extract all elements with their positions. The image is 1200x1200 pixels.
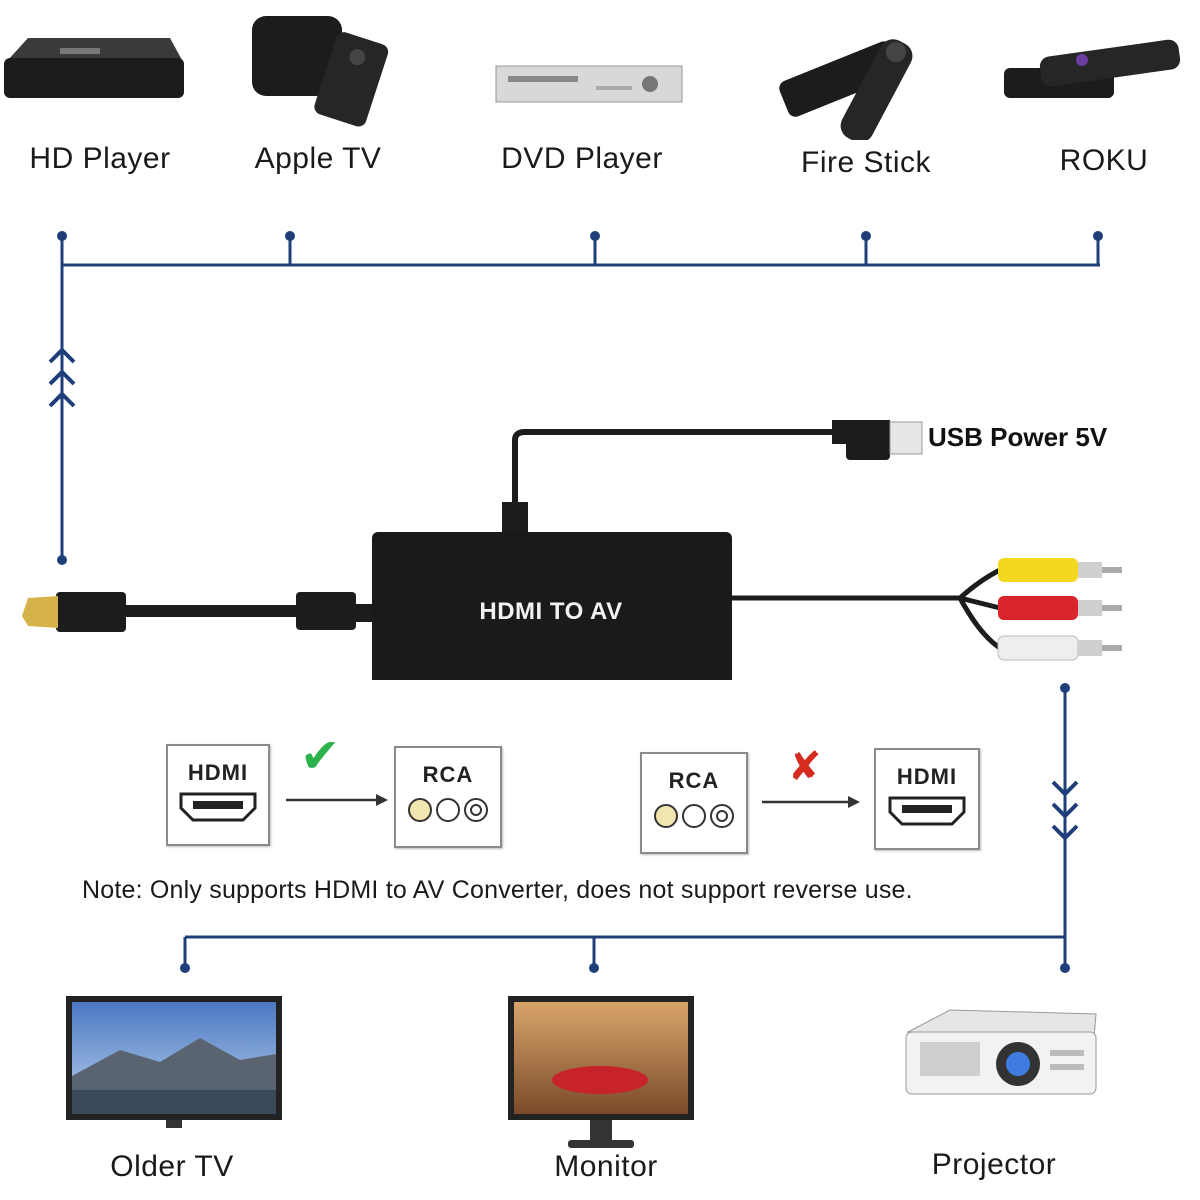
hdmi-target-box: HDMI [874, 748, 980, 850]
roku-icon [1004, 39, 1181, 98]
rca-target-label: RCA [422, 762, 474, 787]
fire-stick-icon [779, 39, 913, 140]
source-label-fire-stick: Fire Stick [800, 146, 932, 179]
older-tv-icon [66, 996, 282, 1128]
usb-plug-icon [832, 420, 923, 460]
dvd-player-icon [495, 65, 683, 103]
hdmi-source-label: HDMI [187, 760, 249, 785]
rca-yellow-plug [998, 558, 1122, 582]
hdmi-cable [22, 592, 376, 632]
hdmi-plug-icon [22, 596, 58, 628]
cross-icon: ✘ [788, 745, 822, 789]
source-label-dvd-player: DVD Player [501, 142, 663, 175]
hdmi-target-label: HDMI [896, 764, 958, 789]
output-label-monitor: Monitor [554, 1150, 658, 1183]
check-icon: ✔ [300, 730, 341, 783]
rca-source-box: RCA [640, 752, 748, 854]
rca-source-label: RCA [668, 768, 720, 793]
output-label-older-tv: Older TV [110, 1150, 234, 1183]
converter-box [372, 532, 732, 680]
note-text: Note: Only supports HDMI to AV Converter… [82, 876, 913, 904]
rca-white-plug [997, 635, 1122, 661]
projector-icon [905, 1009, 1097, 1095]
apple-tv-icon [252, 16, 389, 127]
hdmi-source-box: HDMI [166, 744, 270, 846]
hd-player-icon [4, 38, 184, 98]
source-label-hd-player: HD Player [29, 142, 171, 175]
hdmi-port-icon-2 [888, 796, 966, 826]
rca-target-box: RCA [394, 746, 502, 848]
monitor-icon [508, 996, 694, 1148]
source-label-apple-tv: Apple TV [254, 142, 382, 175]
rca-red-plug [998, 596, 1122, 620]
usb-cable [512, 429, 840, 510]
usb-power-label: USB Power 5V [928, 422, 1108, 452]
rca-cables [732, 567, 1002, 651]
up-arrows-icon [48, 347, 76, 408]
hdmi-port-icon [179, 792, 257, 822]
output-label-projector: Projector [931, 1148, 1057, 1181]
rca-ports-icon [408, 798, 488, 822]
converter-title: HDMI TO AV [479, 598, 623, 625]
down-arrows-icon [1051, 780, 1079, 841]
source-label-roku: ROKU [1059, 144, 1149, 177]
rca-ports-icon-2 [654, 804, 734, 828]
